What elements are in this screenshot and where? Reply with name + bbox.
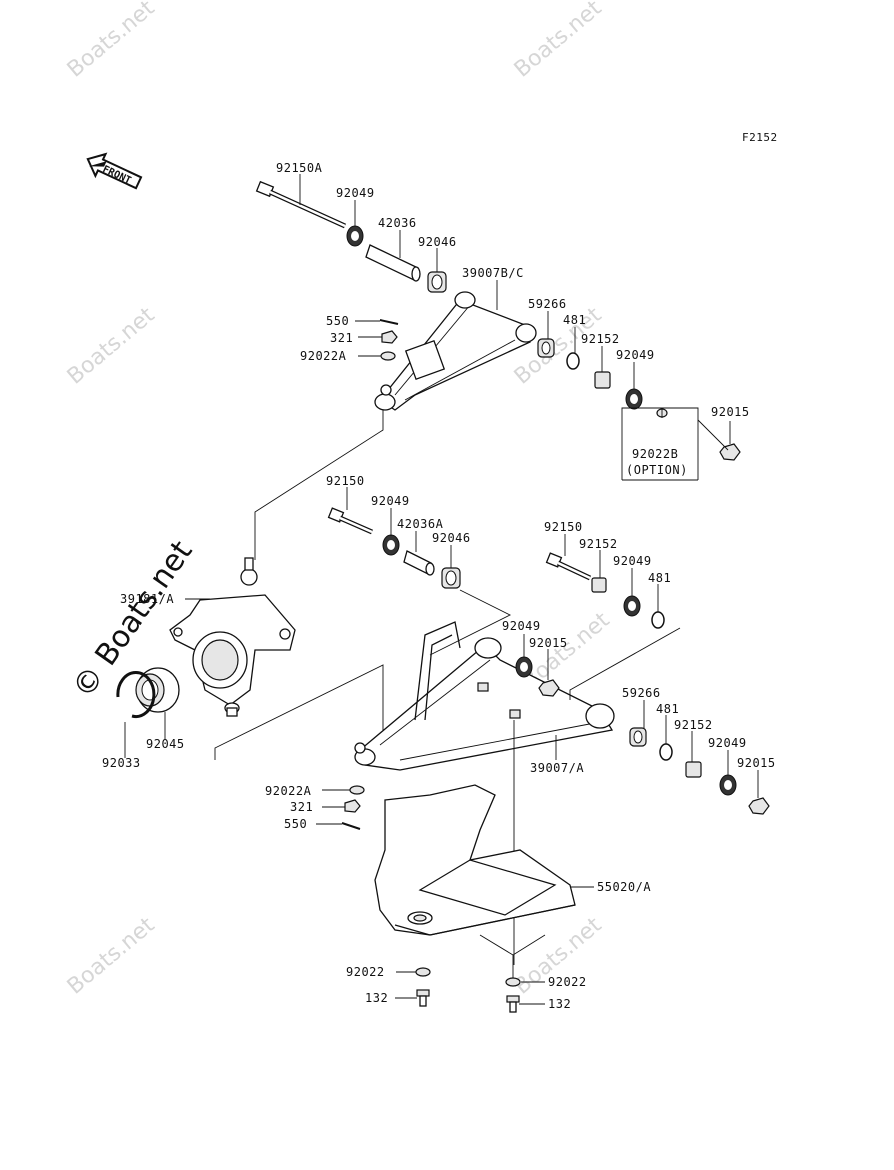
- label-92045[interactable]: 92045: [146, 737, 185, 751]
- label-55020A[interactable]: 55020/A: [597, 880, 651, 894]
- cotter-pin-550-a: [379, 319, 399, 325]
- label-92015-a[interactable]: 92015: [711, 405, 750, 419]
- label-550-b[interactable]: 550: [284, 817, 307, 831]
- collar-92152-a: [594, 371, 611, 389]
- label-59266-a[interactable]: 59266: [528, 297, 567, 311]
- upper-arm-group: [255, 180, 741, 481]
- label-481-c[interactable]: 481: [656, 702, 679, 716]
- cotter-pin-550-b: [341, 822, 361, 830]
- watermark-3: Boats.net: [63, 303, 160, 390]
- washer-92022-b: [505, 977, 521, 987]
- label-option: (OPTION): [626, 463, 688, 477]
- circlip-481-a: [566, 352, 580, 370]
- bushing-59266-b: [629, 727, 647, 747]
- label-92049-b[interactable]: 92049: [616, 348, 655, 362]
- watermark-main: © Boats.net: [66, 534, 200, 704]
- label-321-b[interactable]: 321: [290, 800, 313, 814]
- nut-92015-a: [719, 443, 741, 461]
- label-481-b[interactable]: 481: [648, 571, 671, 585]
- upper-a-arm-39007BC: [374, 291, 537, 411]
- label-39007A[interactable]: 39007/A: [530, 761, 584, 775]
- label-42036A[interactable]: 42036A: [397, 517, 444, 531]
- label-92049-e[interactable]: 92049: [502, 619, 541, 633]
- knuckle-leaders: [124, 598, 384, 760]
- watermark-2: Boats.net: [510, 0, 607, 83]
- skid-leaders: [395, 886, 594, 1005]
- nut-321-a: [381, 330, 398, 344]
- sleeve-42036A: [403, 550, 435, 576]
- label-92150-b[interactable]: 92150: [544, 520, 583, 534]
- washer-92022A-a: [380, 351, 396, 361]
- watermarks: Boats.net Boats.net Boats.net Boats.net …: [63, 0, 615, 1000]
- lower-arm-group: [327, 507, 770, 830]
- label-92152-a[interactable]: 92152: [581, 332, 620, 346]
- label-39181A[interactable]: 39181/A: [120, 592, 174, 606]
- label-92150[interactable]: 92150: [326, 474, 365, 488]
- label-92049-d[interactable]: 92049: [613, 554, 652, 568]
- label-42036[interactable]: 42036: [378, 216, 417, 230]
- label-92022A-a[interactable]: 92022A: [300, 349, 347, 363]
- label-92046-a[interactable]: 92046: [418, 235, 457, 249]
- nut-92015-b: [538, 679, 560, 697]
- skid-plate-55020A: [374, 784, 576, 936]
- watermark-1: Boats.net: [63, 0, 160, 83]
- label-92150A[interactable]: 92150A: [276, 161, 323, 175]
- watermark-4: Boats.net: [510, 303, 607, 390]
- circlip-92033: [116, 671, 156, 718]
- label-321-a[interactable]: 321: [330, 331, 353, 345]
- washer-92022A-b: [349, 785, 365, 795]
- label-92049-f[interactable]: 92049: [708, 736, 747, 750]
- label-59266-b[interactable]: 59266: [622, 686, 661, 700]
- label-92015-c[interactable]: 92015: [737, 756, 776, 770]
- nut-321-b: [344, 799, 361, 813]
- label-92152-b[interactable]: 92152: [579, 537, 618, 551]
- lower-leaders: [316, 487, 759, 965]
- bolt-92150A: [255, 180, 347, 229]
- lower-a-arm-39007A: [354, 621, 615, 771]
- nut-92015-c: [748, 797, 770, 815]
- label-92046-b[interactable]: 92046: [432, 531, 471, 545]
- label-92049-a[interactable]: 92049: [336, 186, 375, 200]
- washer-92022-a: [415, 967, 431, 977]
- label-92152-c[interactable]: 92152: [674, 718, 713, 732]
- front-arrow-icon: FRONT: [86, 152, 143, 190]
- part-labels: 92150A 92049 42036 92046 39007B/C 550 32…: [102, 161, 776, 1011]
- sleeve-42036: [365, 244, 421, 282]
- circlip-481-b: [651, 611, 665, 629]
- collar-92152-c: [685, 761, 702, 778]
- label-92033[interactable]: 92033: [102, 756, 141, 770]
- label-132-b[interactable]: 132: [548, 997, 571, 1011]
- bushing-92046-b: [441, 567, 461, 589]
- bushing-59266-a: [537, 338, 555, 358]
- knuckle-39181A: [169, 557, 296, 717]
- label-92049-c[interactable]: 92049: [371, 494, 410, 508]
- label-92022-b[interactable]: 92022: [548, 975, 587, 989]
- label-92022-a[interactable]: 92022: [346, 965, 385, 979]
- bolt-132-a: [416, 989, 430, 1007]
- label-481-a[interactable]: 481: [563, 313, 586, 327]
- label-39007BC[interactable]: 39007B/C: [462, 266, 524, 280]
- label-132-a[interactable]: 132: [365, 991, 388, 1005]
- bushing-92046-a: [427, 271, 447, 293]
- watermark-6: Boats.net: [63, 913, 160, 1000]
- label-550-a[interactable]: 550: [326, 314, 349, 328]
- label-92022A-b[interactable]: 92022A: [265, 784, 312, 798]
- collar-92152-b: [591, 577, 607, 593]
- label-92022B[interactable]: 92022B: [632, 447, 678, 461]
- label-92015-b[interactable]: 92015: [529, 636, 568, 650]
- circlip-481-c: [659, 743, 673, 761]
- figure-code: F2152: [742, 131, 778, 144]
- bolt-132-b: [506, 995, 520, 1013]
- upper-leaders: [254, 174, 731, 560]
